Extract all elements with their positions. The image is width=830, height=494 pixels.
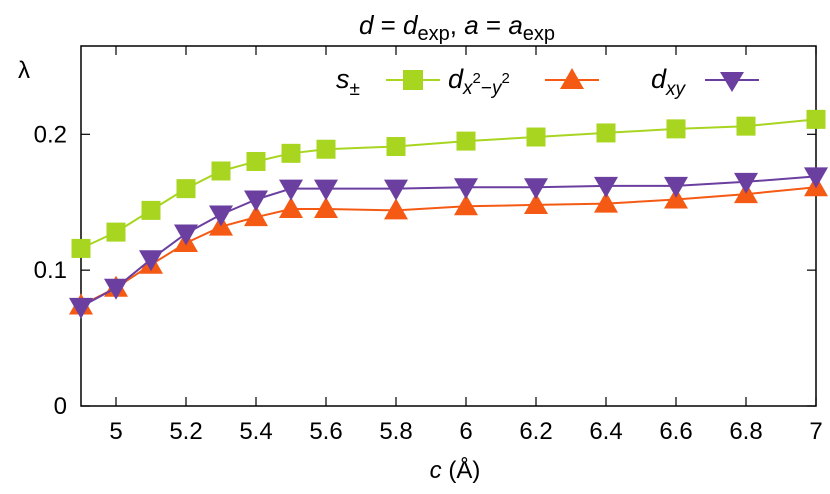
x-axis-label: c (Å) <box>430 456 481 484</box>
x-tick-label: 7 <box>809 418 822 445</box>
data-point <box>664 176 688 198</box>
svg-text:dxy: dxy <box>651 64 687 100</box>
svg-text:d = dexp, a = aexp: d = dexp, a = aexp <box>359 10 555 45</box>
data-point <box>106 222 126 242</box>
svg-text:c (Å): c (Å) <box>430 456 481 484</box>
data-point <box>244 205 268 227</box>
data-point <box>314 179 338 201</box>
data-point <box>246 151 266 171</box>
data-point <box>666 119 686 139</box>
data-point <box>316 139 336 159</box>
y-axis-label: λ <box>18 57 30 84</box>
data-point <box>279 197 303 219</box>
data-point <box>736 116 756 136</box>
data-point <box>454 194 478 216</box>
data-point <box>454 178 478 200</box>
x-tick-label: 6 <box>459 418 472 445</box>
data-point <box>279 179 303 201</box>
data-point <box>664 187 688 209</box>
data-point <box>139 250 163 272</box>
data-point <box>456 131 476 151</box>
data-point <box>596 123 616 143</box>
data-point <box>69 297 93 319</box>
x-tick-label: 5.6 <box>309 418 342 445</box>
chart-title: d = dexp, a = aexp <box>359 10 555 45</box>
x-tick-label: 6.4 <box>589 418 622 445</box>
series-0 <box>71 109 826 258</box>
data-point <box>176 179 196 199</box>
y-tick-label: 0.1 <box>34 257 67 284</box>
legend-entry-dxy: dxy <box>651 64 759 100</box>
svg-text:dx2−y2: dx2−y2 <box>448 64 510 99</box>
data-point <box>594 191 618 213</box>
data-point <box>211 161 231 181</box>
data-point <box>314 197 338 219</box>
data-point <box>804 167 828 189</box>
legend: s± dx2−y2 dxy <box>336 64 759 100</box>
data-point <box>174 224 198 246</box>
y-tick-label: 0.2 <box>34 121 67 148</box>
x-tick-label: 6.6 <box>659 418 692 445</box>
data-point <box>244 190 268 212</box>
data-point <box>71 238 91 258</box>
y-tick-label: 0 <box>54 393 67 420</box>
x-tick-label: 5.8 <box>379 418 412 445</box>
data-point <box>384 179 408 201</box>
x-tick-label: 5 <box>109 418 122 445</box>
svg-text:s±: s± <box>336 64 360 100</box>
x-tick-label: 5.4 <box>239 418 272 445</box>
data-point <box>594 176 618 198</box>
data-point <box>806 109 826 129</box>
data-point <box>384 198 408 220</box>
data-point <box>281 143 301 163</box>
data-point <box>524 192 548 214</box>
data-point <box>141 200 161 220</box>
data-point <box>526 127 546 147</box>
x-tick-label: 5.2 <box>169 418 202 445</box>
legend-entry-dx2y2: dx2−y2 <box>448 64 599 99</box>
data-point <box>104 278 128 300</box>
series-2 <box>69 167 828 319</box>
x-tick-label: 6.2 <box>519 418 552 445</box>
plot-frame <box>80 45 817 407</box>
legend-entry-s-pm: s± <box>336 64 440 100</box>
data-point <box>734 172 758 194</box>
data-point <box>386 137 406 157</box>
data-point <box>209 205 233 227</box>
x-tick-label: 6.8 <box>729 418 762 445</box>
data-point <box>524 178 548 200</box>
